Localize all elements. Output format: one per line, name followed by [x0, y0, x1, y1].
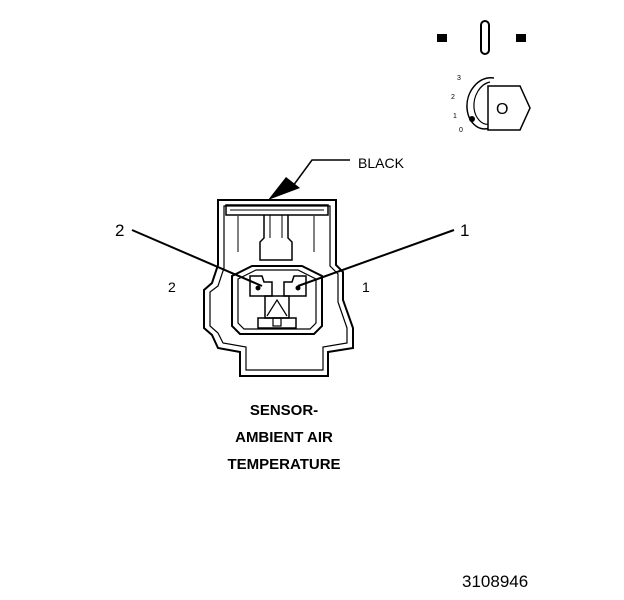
- callout-number-1: 1: [460, 221, 469, 240]
- locator-slot: [480, 20, 490, 55]
- lock-indicator-dot: [469, 116, 475, 122]
- cavity-number-0: 0: [459, 127, 463, 134]
- callout-leader-2: [131, 229, 263, 287]
- component-title: SENSOR- AMBIENT AIR TEMPERATURE: [227, 402, 340, 473]
- cavity-number-3: 3: [457, 75, 461, 82]
- locator-tab-left: [437, 34, 447, 42]
- connector-outer-shell: [203, 199, 354, 377]
- title-line-3: TEMPERATURE: [227, 456, 340, 473]
- color-callout: BLACK: [268, 155, 405, 200]
- pin-contact-2: [255, 285, 261, 291]
- terminal-housing: [231, 265, 323, 335]
- callout-number-2: 2: [115, 221, 124, 240]
- cavity-number-2: 2: [451, 94, 455, 101]
- title-line-2: AMBIENT AIR: [235, 429, 333, 446]
- figure-id: 3108946: [462, 572, 528, 591]
- pin-cavity-2: [249, 275, 273, 297]
- pin-number-1: 1: [362, 279, 370, 295]
- title-line-1: SENSOR-: [250, 402, 318, 419]
- cavity-number-1: 1: [453, 113, 457, 120]
- pin-number-2: 2: [168, 279, 176, 295]
- latch-bar: [225, 204, 329, 216]
- connector-color-label: BLACK: [358, 155, 405, 171]
- pin-cavity-1: [283, 275, 307, 297]
- key-label: O: [496, 101, 508, 118]
- latch-tongue: [259, 215, 293, 261]
- connector-body: [203, 199, 354, 377]
- arrow-head: [268, 177, 300, 200]
- pin-contact-1: [295, 285, 301, 291]
- key-locator-view: O 3 2 1 0: [437, 20, 531, 134]
- locator-tab-right: [516, 34, 526, 42]
- callout-leader-1: [297, 229, 455, 287]
- lock-cylinder: O: [466, 77, 531, 131]
